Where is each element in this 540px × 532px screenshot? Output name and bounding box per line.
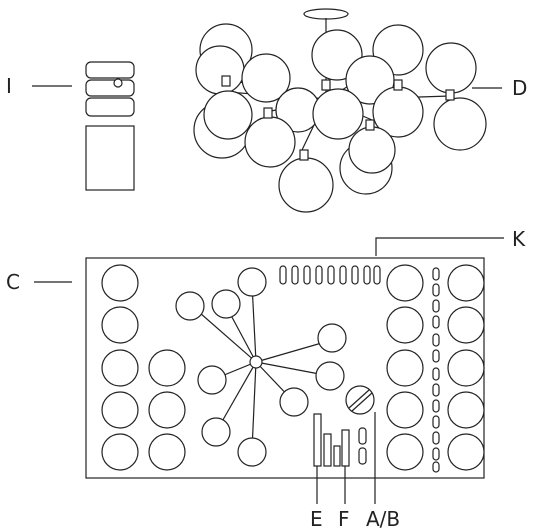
packaging-insert bbox=[85, 257, 485, 479]
part-i-block bbox=[85, 61, 135, 191]
leader-line-k bbox=[375, 237, 504, 256]
chandelier-assembled bbox=[193, 8, 487, 213]
label-c: C bbox=[6, 270, 20, 294]
label-i: I bbox=[6, 74, 12, 98]
label-k: K bbox=[512, 227, 526, 251]
label-d: D bbox=[512, 76, 527, 100]
label-a-b: A/B bbox=[366, 507, 400, 531]
label-f: F bbox=[338, 507, 350, 531]
label-e: E bbox=[310, 507, 323, 531]
